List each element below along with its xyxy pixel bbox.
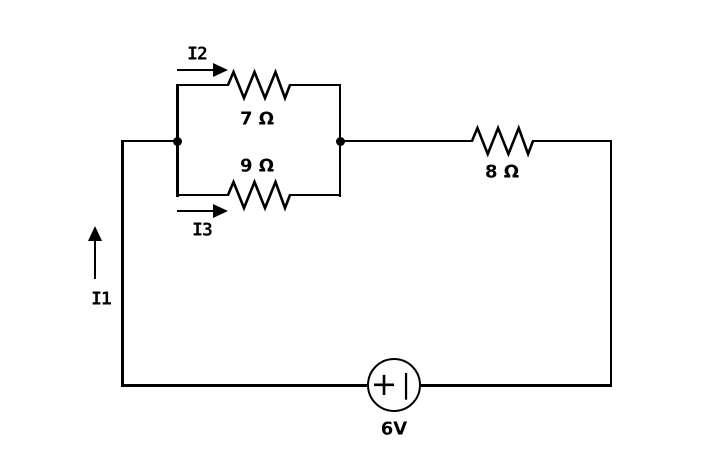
parallel-bottom-branch-right (289, 193, 341, 197)
resistor-label-7ohm: 7 Ω (239, 108, 275, 130)
i3-current-arrow-head (213, 204, 228, 218)
voltage-source-label: 6V (380, 418, 408, 440)
wire-bottom-left (121, 384, 368, 387)
voltage-source-circle (367, 358, 421, 412)
junction-dot-right (335, 136, 345, 146)
resistor-7ohm-symbol (226, 68, 292, 102)
resistor-9ohm-symbol (226, 178, 292, 212)
wire-series-resistor-to-right (532, 139, 611, 143)
current-label-i3: I3 (192, 219, 213, 241)
i1-current-arrow-head (88, 226, 102, 241)
parallel-bottom-branch-left (176, 193, 229, 197)
i1-current-arrow-shaft (93, 239, 97, 279)
resistor-label-8ohm: 8 Ω (484, 161, 520, 183)
wire-bottom-right (420, 384, 612, 387)
junction-dot-left (172, 136, 182, 146)
i2-current-arrow-head (213, 63, 228, 77)
parallel-top-branch-left (176, 83, 229, 87)
parallel-top-branch-right (289, 83, 341, 87)
voltage-source-minus-bar: | (401, 369, 411, 401)
current-label-i1: I1 (91, 288, 112, 310)
wire-right-vertical (609, 139, 613, 387)
i2-current-arrow-shaft (177, 68, 215, 72)
wire-left-stub (121, 139, 178, 143)
current-label-i2: I2 (187, 43, 208, 65)
resistor-label-9ohm: 9 Ω (239, 155, 275, 177)
wire-left-vertical (121, 139, 124, 387)
i3-current-arrow-shaft (177, 209, 215, 213)
resistor-8ohm-symbol (470, 124, 535, 158)
voltage-source-plus-symbol: + (370, 365, 398, 404)
wire-mid-to-series-resistor (339, 139, 473, 143)
